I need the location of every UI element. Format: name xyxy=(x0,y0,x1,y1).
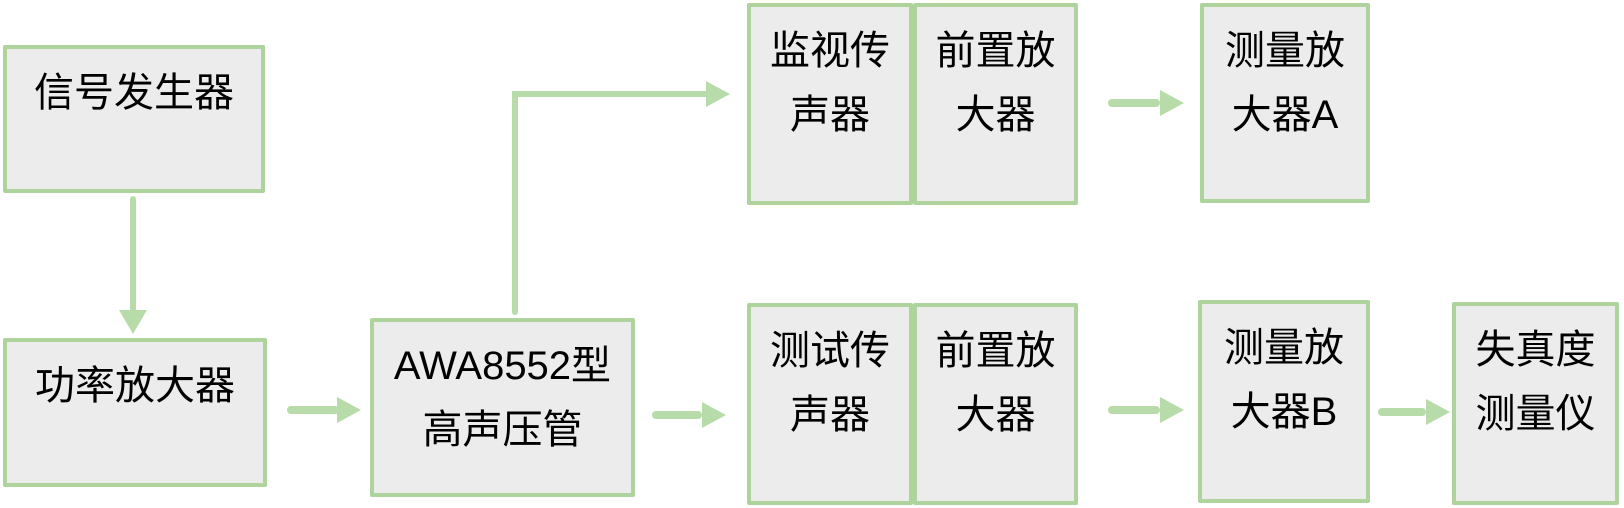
box-signal-generator: 信号发生器 xyxy=(3,45,265,193)
box-label-line1: 测试传 xyxy=(770,329,890,373)
box-label-line1: 监视传 xyxy=(770,29,890,73)
box-label-line2: 大器 xyxy=(955,93,1036,137)
box-distortion-meter: 失真度 测量仪 xyxy=(1452,302,1619,505)
arrowhead-right-icon xyxy=(706,81,730,107)
arrowhead-down-icon xyxy=(119,310,147,334)
box-label-line2: 声器 xyxy=(790,93,870,137)
box-test-microphone: 测试传 声器 xyxy=(747,303,913,505)
box-preamplifier-bottom: 前置放 大器 xyxy=(913,303,1078,505)
arrowhead-right-icon xyxy=(702,402,726,428)
box-measuring-amplifier-b: 测量放 大器B xyxy=(1198,300,1370,503)
arrow-shaft xyxy=(287,406,339,414)
box-preamplifier-top: 前置放 大器 xyxy=(913,3,1078,205)
box-measuring-amplifier-a: 测量放 大器A xyxy=(1200,3,1370,203)
box-label-line2: 大器B xyxy=(1230,390,1338,434)
box-monitor-microphone: 监视传 声器 xyxy=(747,3,913,205)
arrow-shaft xyxy=(652,411,702,419)
arrow-shaft xyxy=(130,196,136,312)
box-label: 功率放大器 xyxy=(35,364,235,408)
box-label-line2: 声器 xyxy=(790,393,870,437)
box-label-line1: 测量放 xyxy=(1225,29,1345,73)
arrowhead-right-icon xyxy=(1160,397,1184,423)
arrowhead-right-icon xyxy=(1160,90,1184,116)
box-label-line2: 高声压管 xyxy=(422,408,583,452)
box-label-line2: 大器 xyxy=(955,393,1036,437)
box-label: 信号发生器 xyxy=(34,71,234,115)
arrow-shaft xyxy=(1108,406,1160,414)
box-label-line2: 测量仪 xyxy=(1475,392,1596,436)
arrowhead-right-icon xyxy=(337,397,361,423)
arrowhead-right-icon xyxy=(1426,399,1450,425)
box-label-line2: 大器A xyxy=(1231,93,1339,137)
elbow-vertical-segment xyxy=(512,91,518,315)
box-label-line1: 测量放 xyxy=(1224,326,1344,370)
arrow-shaft xyxy=(1378,408,1426,416)
box-label-line1: 前置放 xyxy=(935,29,1056,73)
box-power-amplifier: 功率放大器 xyxy=(3,338,267,487)
box-label-line1: AWA8552型 xyxy=(393,344,612,388)
box-label-line1: 失真度 xyxy=(1475,328,1596,372)
box-label-line1: 前置放 xyxy=(935,329,1056,373)
box-awa8552-high-sound-pressure-tube: AWA8552型 高声压管 xyxy=(370,318,635,497)
arrow-shaft xyxy=(1108,99,1160,107)
elbow-horizontal-segment xyxy=(512,91,706,97)
